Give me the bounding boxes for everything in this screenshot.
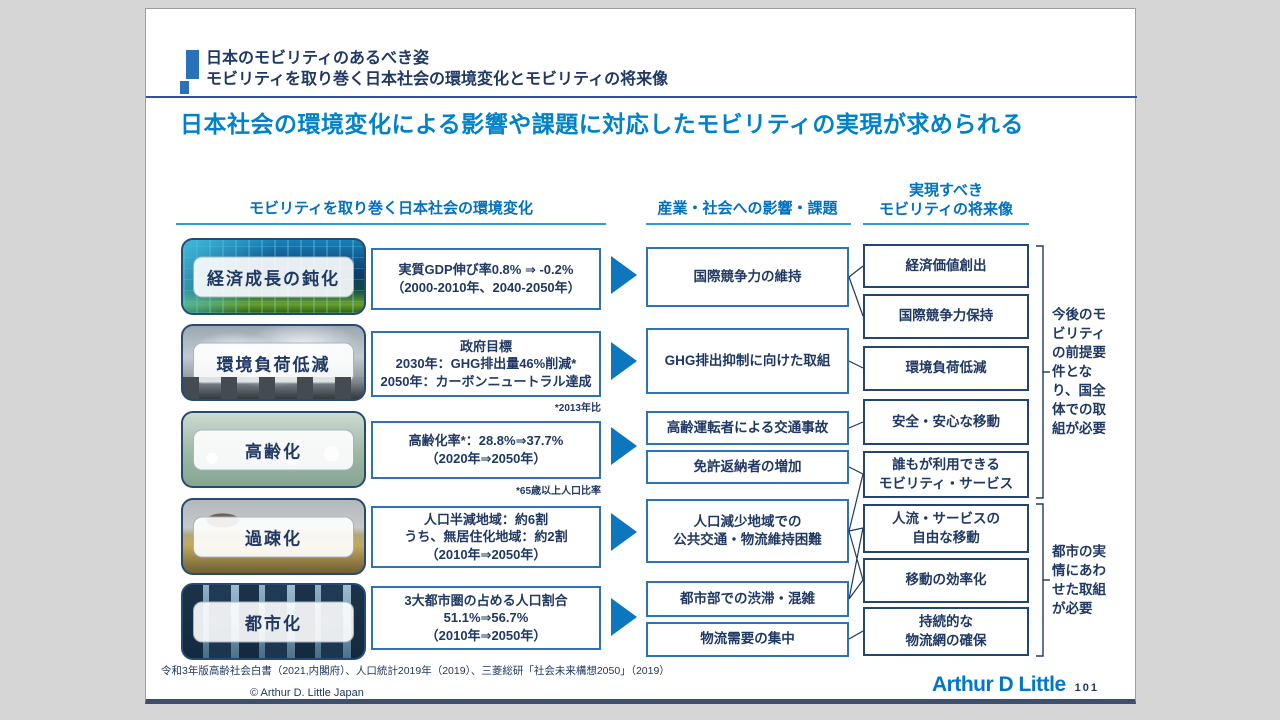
impact-box: 国際競争力の維持 (646, 247, 849, 307)
header-accent-bar-small (180, 81, 189, 94)
future-box: 移動の効率化 (863, 558, 1029, 603)
page-title: 日本社会の環境変化による影響や課題に対応したモビリティの実現が求められる (180, 111, 1024, 137)
stock-market-chart-image: 経済成長の鈍化 (181, 238, 366, 315)
env-label-pill: 都市化 (193, 601, 354, 642)
env-label: 環境負荷低減 (216, 355, 331, 374)
env-desc-box: 実質GDP伸び率0.8% ⇒ -0.2% （2000-2010年、2040-20… (371, 248, 601, 310)
flow-arrow-icon (611, 427, 637, 465)
env-label: 高齢化 (245, 442, 302, 461)
header-divider (146, 96, 1137, 98)
copyright-note: © Arthur D. Little Japan (250, 687, 364, 699)
env-label: 経済成長の鈍化 (207, 269, 340, 288)
column-header-impacts: 産業・社会への影響・課題 (657, 200, 838, 217)
env-desc-box: 高齢化率*：28.8%⇒37.7% （2020年⇒2050年） (371, 421, 601, 479)
env-label-pill: 経済成長の鈍化 (193, 256, 354, 297)
impact-box: 免許返納者の増加 (646, 450, 849, 484)
annotation-city-effort: 都市の実情にあわせた取組が必要 (1052, 544, 1106, 616)
impact-box: GHG排出抑制に向けた取組 (646, 328, 849, 394)
future-box: 国際競争力保持 (863, 294, 1029, 339)
header-line2: モビリティを取り巻く日本社会の環境変化とモビリティの将来像 (206, 71, 669, 88)
future-box: 安全・安心な移動 (863, 399, 1029, 445)
group-bracket (1036, 245, 1050, 657)
env-desc-box: 政府目標 2030年：GHG排出量46%削減* 2050年：カーボンニュートラル… (371, 331, 601, 397)
flow-arrow-icon (611, 513, 637, 551)
impact-box: 人口減少地域での 公共交通・物流維持困難 (646, 499, 849, 563)
footer-logo-row: Arthur D Little 101 (932, 673, 1099, 697)
env-label-pill: 環境負荷低減 (193, 342, 354, 383)
future-box: 人流・サービスの 自由な移動 (863, 504, 1029, 553)
column-header-future: 実現すべき モビリティの将来像 (878, 182, 1014, 218)
slide: 日本のモビリティのあるべき姿 モビリティを取り巻く日本社会の環境変化とモビリティ… (145, 8, 1137, 704)
column-header-underline (646, 223, 851, 225)
page-number: 101 (1074, 682, 1099, 694)
header-line1: 日本のモビリティのあるべき姿 (206, 50, 430, 67)
future-box: 誰もが利用できる モビリティ・サービス (863, 451, 1029, 498)
column-header-underline (176, 223, 606, 225)
footnote-aging-ratio: *65歳以上人口比率 (515, 486, 601, 497)
annotation-national-effort: 今後のモビリティの前提要件となり、国全体での取組が必要 (1052, 307, 1106, 436)
rural-house-image: 過疎化 (181, 498, 366, 575)
column-header-underline (863, 223, 1029, 225)
header-accent-bar (186, 50, 199, 79)
arthur-d-little-logo: Arthur D Little (931, 673, 1066, 696)
flow-arrow-icon (611, 256, 637, 294)
city-skyline-image: 都市化 (181, 583, 366, 660)
source-note: 令和3年版高齢社会白書（2021,内閣府）、人口統計2019年（2019）、三菱… (161, 665, 670, 677)
future-box: 環境負荷低減 (863, 346, 1029, 391)
impact-box: 都市部での渋滞・混雑 (646, 581, 849, 617)
env-label-pill: 高齢化 (193, 429, 354, 470)
power-plant-smoke-image: 環境負荷低減 (181, 324, 366, 401)
impact-box: 物流需要の集中 (646, 622, 849, 657)
env-desc-box: 人口半減地域：約6割 うち、無居住化地域：約2割 （2010年⇒2050年） (371, 506, 601, 568)
env-label: 過疎化 (245, 529, 302, 548)
future-box: 持続的な 物流網の確保 (863, 607, 1029, 656)
flow-arrow-icon (611, 598, 637, 636)
env-label: 都市化 (245, 614, 302, 633)
flow-arrow-icon (611, 342, 637, 380)
impact-box: 高齢運転者による交通事故 (646, 411, 849, 445)
env-desc-box: 3大都市圏の占める人口割合 51.1%⇒56.7% （2010年⇒2050年） (371, 586, 601, 650)
slide-header: 日本のモビリティのあるべき姿 モビリティを取り巻く日本社会の環境変化とモビリティ… (206, 48, 668, 90)
footnote-ghg-base-year: *2013年比 (554, 403, 601, 414)
paper-people-image: 高齢化 (181, 411, 366, 488)
future-box: 経済価値創出 (863, 244, 1029, 288)
env-label-pill: 過疎化 (193, 516, 354, 557)
column-header-environment: モビリティを取り巻く日本社会の環境変化 (248, 200, 534, 217)
